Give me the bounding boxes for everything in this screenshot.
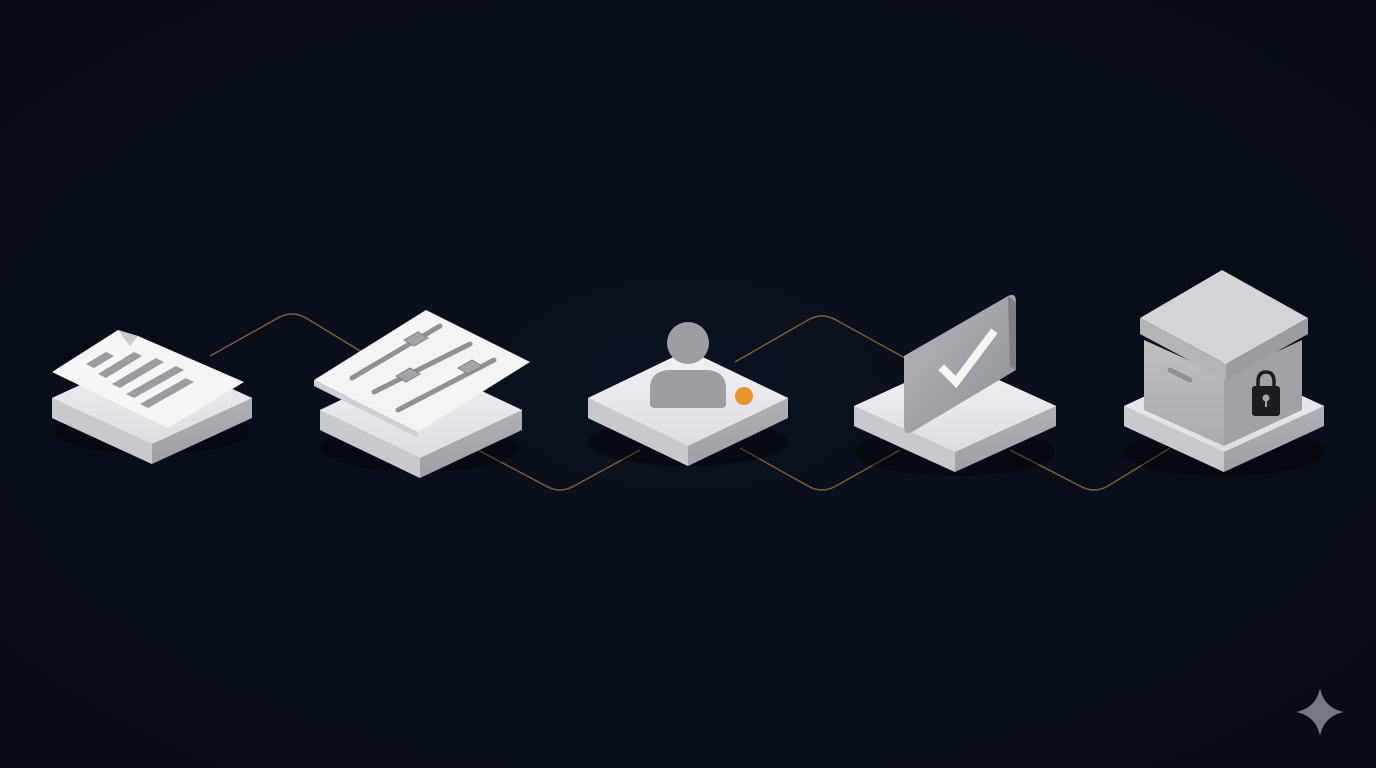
locked-box-icon [1140,270,1308,446]
user-icon [650,322,726,408]
connector-2-3 [477,449,641,491]
sliders-icon [314,310,530,438]
step-4-approval [854,294,1056,476]
status-dot [735,387,753,405]
sparkle-icon [1296,688,1344,736]
step-1-document [52,330,252,464]
connector-1-2 [209,313,363,357]
connector-3-4-lower [739,447,901,491]
connector-4-5 [1009,447,1171,491]
connector-lines [209,313,1171,491]
step-3-user [588,322,788,466]
checkmark-screen-icon [904,294,1016,434]
connector-3-4-upper [734,315,906,363]
step-5-archive [1124,270,1324,476]
document-icon [52,330,244,428]
step-2-sliders [314,310,530,478]
lock-icon [1252,370,1280,416]
